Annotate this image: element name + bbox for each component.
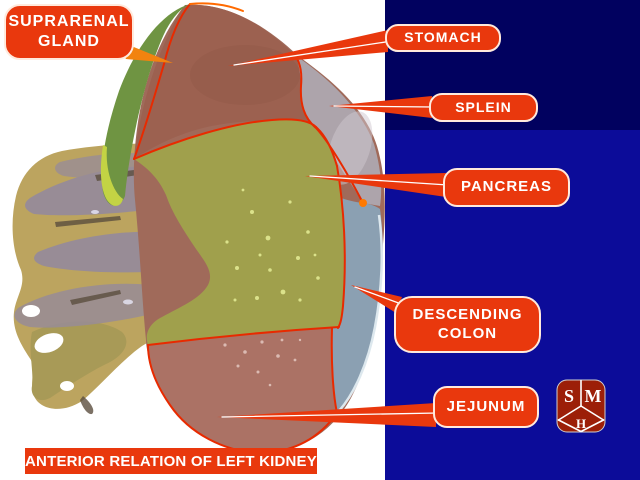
label-text: SUPRARENAL GLAND — [8, 13, 130, 50]
callout-pancreas — [305, 173, 446, 197]
junction-dot — [359, 199, 367, 207]
region-jejunum-contact — [148, 328, 337, 453]
label-stomach: STOMACH — [385, 24, 501, 52]
pancreas-speckles — [225, 188, 320, 302]
label-pancreas: PANCREAS — [443, 168, 570, 207]
logo-letter-m: M — [585, 386, 602, 406]
label-text: STOMACH — [404, 29, 482, 46]
region-pancreas-contact — [134, 119, 345, 345]
slide-title: ANTERIOR RELATION OF LEFT KIDNEY — [25, 448, 317, 474]
spleen-highlight — [327, 111, 373, 185]
jejunum-speckles — [223, 338, 302, 387]
label-descending-colon: DESCENDING COLON — [394, 296, 541, 353]
callout-stomach — [228, 30, 388, 66]
colon-edge-fringe — [338, 214, 384, 412]
hilum-holes — [22, 305, 74, 391]
logo-letter-s: S — [564, 386, 574, 406]
slide-title-text: ANTERIOR RELATION OF LEFT KIDNEY — [25, 452, 317, 470]
logo-letter-h: H — [576, 416, 586, 431]
callout-descending-colon — [351, 285, 402, 313]
logo-smh: S M H — [556, 379, 606, 433]
callouts — [114, 30, 449, 427]
callout-center-lines — [221, 40, 449, 418]
region-suprarenal-gland — [101, 4, 190, 206]
region-outlines — [133, 2, 364, 455]
label-text: JEJUNUM — [446, 397, 526, 415]
label-text: DESCENDING COLON — [412, 305, 523, 342]
label-text: SPLEIN — [455, 98, 512, 115]
label-jejunum: JEJUNUM — [433, 386, 539, 428]
label-text: PANCREAS — [460, 178, 553, 196]
label-splein: SPLEIN — [429, 93, 538, 122]
label-suprarenal-gland: SUPRARENAL GLAND — [4, 4, 134, 60]
suprarenal-bright-rim — [100, 145, 123, 206]
logo-cube-lines — [557, 379, 605, 433]
